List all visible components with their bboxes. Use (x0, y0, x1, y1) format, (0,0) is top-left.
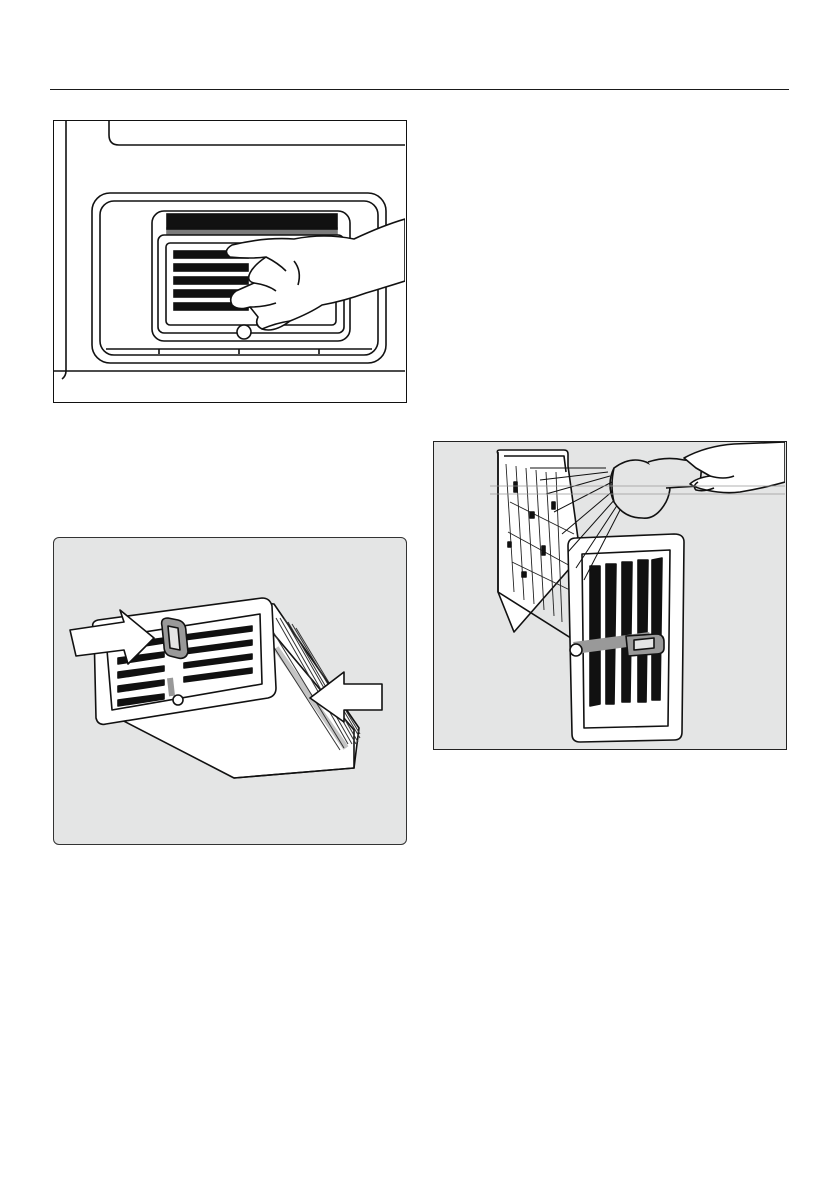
shower-head-icon (610, 458, 702, 518)
hand-icon (684, 442, 785, 493)
remove-filter-illustration (53, 120, 407, 403)
insert-filter-illustration (53, 537, 407, 845)
header-rule (50, 89, 789, 90)
rinse-filter-illustration (433, 441, 787, 750)
